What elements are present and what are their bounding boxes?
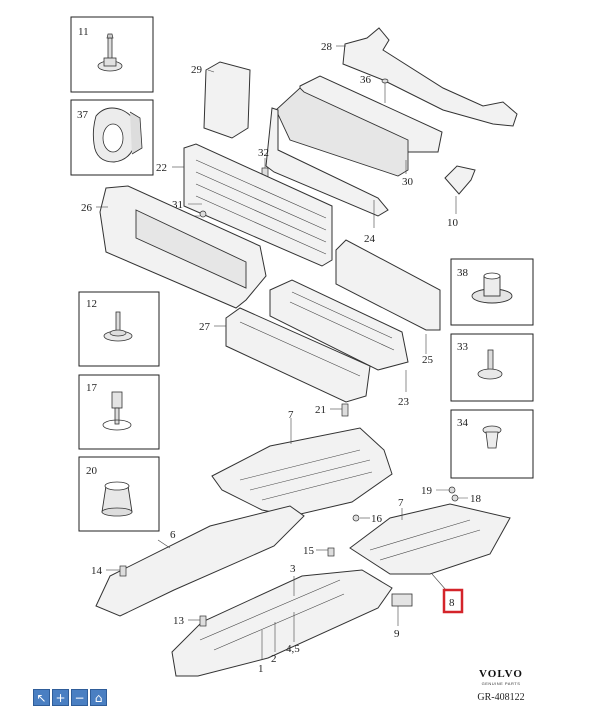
callout-32: 32 <box>258 147 269 159</box>
zoom-in-icon[interactable]: + <box>52 689 69 706</box>
callout-12: 12 <box>86 298 97 310</box>
callout-19: 19 <box>421 485 433 497</box>
callout-2: 2 <box>271 653 277 665</box>
callout-36: 36 <box>360 74 372 86</box>
part-25-air-guide: 25 <box>335 239 441 366</box>
part-13-bolt: 13 <box>173 615 207 627</box>
part-7-splash-shield-rear: 7 <box>349 497 511 575</box>
callout-18: 18 <box>470 493 482 505</box>
inset-box-34: 34 <box>450 409 534 479</box>
callout-16: 16 <box>371 513 383 525</box>
part-28-upper-bracket: 28 <box>321 27 518 127</box>
diagram-reference: GR-408122 <box>477 692 525 703</box>
callout-28: 28 <box>321 41 333 53</box>
part-21-clip: 21 <box>315 403 349 417</box>
callout-3: 3 <box>290 563 296 575</box>
callout-10: 10 <box>447 217 459 229</box>
callout-15: 15 <box>303 545 315 557</box>
inset-box-33: 33 <box>450 333 534 402</box>
inset-box-11: 11 <box>70 16 154 93</box>
part-15-clip: 15 <box>303 545 335 557</box>
part-6-undertray-left: 6 <box>95 505 305 617</box>
callout-37: 37 <box>77 109 89 121</box>
part-8-highlight: 8 <box>431 573 464 614</box>
genuine-parts-text: GENUINE PARTS <box>481 681 521 686</box>
pointer-icon[interactable]: ↖ <box>33 689 50 706</box>
inset-box-37: 37 <box>70 99 154 176</box>
part-22-shutter: 22 <box>156 143 333 267</box>
callout-22: 22 <box>156 162 167 174</box>
part-18-19-nuts: 19 18 <box>421 485 482 505</box>
callout-7-lower: 7 <box>398 497 404 509</box>
inset-box-20: 20 <box>78 456 160 532</box>
callout-7-upper: 7 <box>288 409 294 421</box>
callout-11: 11 <box>78 26 89 38</box>
part-1-undertray-main: 1 <box>171 569 393 677</box>
part-29-deflector: 29 <box>191 61 251 139</box>
callout-21: 21 <box>315 404 326 416</box>
callout-34: 34 <box>457 417 469 429</box>
callout-26: 26 <box>81 202 93 214</box>
zoom-out-icon[interactable]: − <box>71 689 88 706</box>
callout-20: 20 <box>86 465 98 477</box>
part-23-air-guide: 23 <box>269 279 410 408</box>
callout-31: 31 <box>172 199 183 211</box>
home-icon[interactable]: ⌂ <box>90 689 107 706</box>
callout-1: 1 <box>258 663 264 675</box>
highlight-box <box>442 588 464 614</box>
inset-box-17: 17 <box>78 374 160 450</box>
inset-box-12: 12 <box>78 291 160 367</box>
part-30-frame: 30 24 <box>265 75 443 245</box>
callout-30: 30 <box>402 176 414 188</box>
callout-6: 6 <box>170 529 176 541</box>
parts-2-3-4-5-fasteners: 2 3 4,5 <box>271 563 300 665</box>
callout-23: 23 <box>398 396 410 408</box>
callout-8: 8 <box>449 597 455 609</box>
part-10-bracket: 10 <box>444 165 476 229</box>
callout-24: 24 <box>364 233 376 245</box>
callout-17: 17 <box>86 382 98 394</box>
callout-27: 27 <box>199 321 211 333</box>
callout-33: 33 <box>457 341 469 353</box>
part-9-connector: 9 <box>391 593 413 640</box>
callout-38: 38 <box>457 267 469 279</box>
part-26-grille-frame: 26 <box>81 185 267 309</box>
diagram-toolbar: ↖ + − ⌂ <box>33 689 107 706</box>
part-16-nut: 16 <box>352 513 383 525</box>
callout-9: 9 <box>394 628 400 640</box>
part-7-splash-shield-front: 7 <box>211 409 393 517</box>
part-36-clip: 36 <box>360 74 389 103</box>
callout-4-5: 4,5 <box>286 643 300 655</box>
part-14-bolt: 14 <box>91 565 127 577</box>
callout-25: 25 <box>422 354 434 366</box>
volvo-logo: VOLVO <box>479 668 523 680</box>
callout-13: 13 <box>173 615 185 627</box>
callout-14: 14 <box>91 565 103 577</box>
inset-box-38: 38 <box>450 258 534 326</box>
callout-29: 29 <box>191 64 203 76</box>
part-27-air-guide: 27 <box>199 307 371 403</box>
